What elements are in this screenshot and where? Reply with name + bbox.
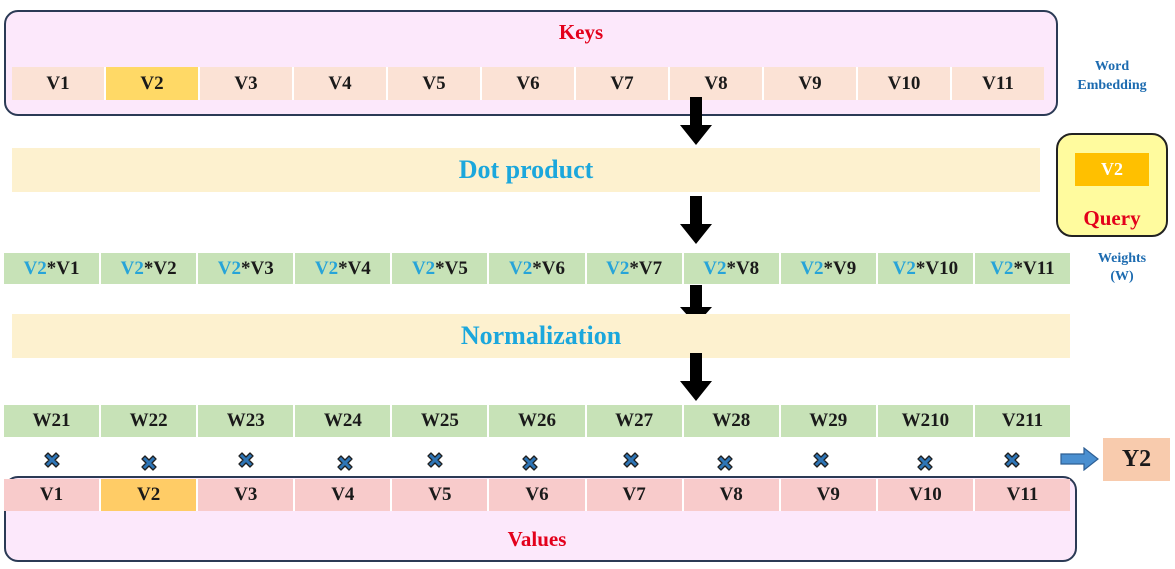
key-term: *V10 <box>915 257 959 279</box>
value-cell-2: V2 <box>101 479 199 511</box>
output-y2: Y2 <box>1103 438 1170 481</box>
weight-cell-11: V211 <box>974 405 1071 437</box>
right-arrow-icon <box>1060 447 1099 471</box>
multiply-icon <box>1003 452 1020 468</box>
value-cell-9: V9 <box>780 479 878 511</box>
multiply-icon <box>916 455 933 471</box>
weight-cell-1: W21 <box>4 405 102 437</box>
down-arrow-icon <box>680 97 712 145</box>
values-title: Values <box>507 527 567 551</box>
query-term: V2 <box>509 257 533 279</box>
weight-cell-7: W27 <box>586 405 684 437</box>
query-label: Query <box>1083 206 1141 230</box>
weight-cell-5: W25 <box>392 405 490 437</box>
dot-product-cell-4: V2*V4 <box>295 253 393 284</box>
dot-product-cell-9: V2*V9 <box>780 253 878 284</box>
dot-product-cell-3: V2*V3 <box>198 253 296 284</box>
query-term: V2 <box>990 257 1014 279</box>
value-cell-6: V6 <box>489 479 587 511</box>
value-cell-4: V4 <box>295 479 393 511</box>
down-arrow-icon <box>680 196 712 244</box>
dot-product-band: Dot product <box>12 148 1040 192</box>
weights-label-line1: Weights <box>1097 251 1147 266</box>
key-cell-10: V10 <box>858 67 952 100</box>
dot-product-cell-5: V2*V5 <box>392 253 490 284</box>
value-cell-10: V10 <box>877 479 975 511</box>
value-cell-1: V1 <box>4 479 102 511</box>
key-term: *V11 <box>1013 257 1055 279</box>
query-term: V2 <box>217 257 241 279</box>
dot-product-cell-8: V2*V8 <box>683 253 781 284</box>
weight-cell-2: W22 <box>101 405 199 437</box>
weights-label-line2: (W) <box>1110 269 1134 284</box>
key-term: *V7 <box>629 257 663 279</box>
key-term: *V5 <box>435 257 468 279</box>
keys-title: Keys <box>558 20 604 44</box>
weights-label: Weights (W) <box>1087 250 1157 286</box>
key-cell-1: V1 <box>12 67 106 100</box>
value-cell-7: V7 <box>586 479 684 511</box>
key-cell-5: V5 <box>388 67 482 100</box>
value-cell-3: V3 <box>198 479 296 511</box>
word-embedding-label-line1: Word <box>1094 59 1130 74</box>
key-term: *V2 <box>143 257 177 279</box>
key-cell-11: V11 <box>952 67 1044 100</box>
dot-product-cell-6: V2*V6 <box>489 253 587 284</box>
weight-cell-9: W29 <box>780 405 878 437</box>
value-cell-8: V8 <box>683 479 781 511</box>
dot-product-cell-1: V2*V1 <box>4 253 102 284</box>
word-embedding-label-line2: Embedding <box>1077 78 1147 93</box>
key-cell-3: V3 <box>200 67 294 100</box>
query-term: V2 <box>800 257 824 279</box>
multiply-icon <box>427 452 443 468</box>
key-term: *V9 <box>823 257 857 279</box>
query-term: V2 <box>120 257 144 279</box>
multiply-icon <box>522 455 538 471</box>
multiply-icon <box>813 452 829 468</box>
key-term: *V3 <box>240 257 274 279</box>
key-cell-6: V6 <box>482 67 576 100</box>
dot-product-cell-2: V2*V2 <box>101 253 199 284</box>
word-embedding-label: Word <box>1082 58 1142 76</box>
weight-cell-8: W28 <box>683 405 781 437</box>
multiply-icon <box>717 455 733 471</box>
key-term: *V6 <box>532 257 565 279</box>
key-cell-8: V8 <box>670 67 764 100</box>
multiply-icon <box>623 452 639 468</box>
key-term: *V1 <box>46 257 80 279</box>
normalization-band: Normalization <box>12 314 1070 358</box>
key-cell-9: V9 <box>764 67 858 100</box>
weight-cell-4: W24 <box>295 405 393 437</box>
multiply-icon <box>141 455 158 471</box>
query-term: V2 <box>892 257 916 279</box>
query-term: V2 <box>411 257 436 279</box>
key-cell-4: V4 <box>294 67 388 100</box>
word-embedding-label-2: Embedding <box>1060 77 1164 95</box>
multiply-icon <box>337 455 353 471</box>
query-term: V2 <box>314 257 339 279</box>
key-cell-7: V7 <box>576 67 670 100</box>
query-term: V2 <box>23 257 47 279</box>
weight-cell-6: W26 <box>489 405 587 437</box>
value-cell-5: V5 <box>392 479 490 511</box>
value-cell-11: V11 <box>974 479 1071 511</box>
query-token: V2 <box>1075 153 1149 186</box>
dot-product-cell-10: V2*V10 <box>877 253 975 284</box>
weight-cell-3: W23 <box>198 405 296 437</box>
key-term: *V8 <box>726 257 760 279</box>
query-term: V2 <box>703 257 727 279</box>
weight-cell-10: W210 <box>877 405 975 437</box>
down-arrow-icon <box>680 353 712 401</box>
key-term: *V4 <box>338 257 371 279</box>
query-term: V2 <box>606 257 630 279</box>
dot-product-cell-7: V2*V7 <box>586 253 684 284</box>
multiply-icon <box>44 452 61 468</box>
dot-product-cell-11: V2*V11 <box>974 253 1071 284</box>
multiply-icon <box>238 452 254 468</box>
key-cell-2: V2 <box>106 67 200 100</box>
